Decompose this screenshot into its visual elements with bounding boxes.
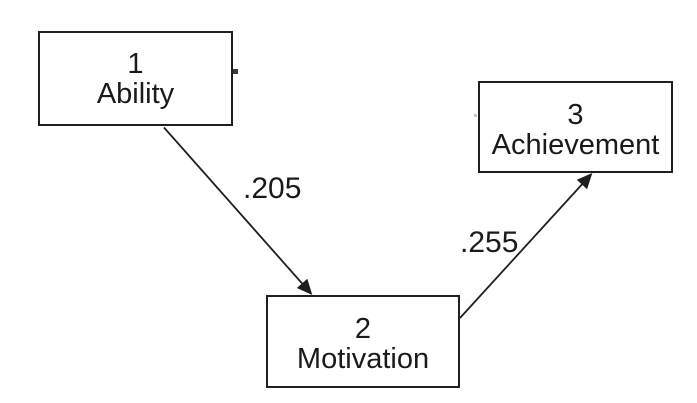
edge-coefficient-ability-motivation: .205 <box>243 172 302 205</box>
edge-coefficient-motivation-achievement: .255 <box>460 226 519 259</box>
node-motivation: 2 Motivation <box>266 295 460 388</box>
node-label: Ability <box>96 77 175 110</box>
node-number: 3 <box>567 98 584 131</box>
node-number: 1 <box>127 47 144 80</box>
stray-faint-mark <box>474 114 477 117</box>
stray-tick-mark <box>233 69 238 74</box>
node-number: 2 <box>354 313 372 345</box>
node-label: Motivation <box>296 343 430 375</box>
node-achievement: 3 Achievement <box>478 81 673 173</box>
arrow-ability-to-motivation <box>163 126 313 295</box>
node-ability: 1 Ability <box>38 31 233 126</box>
node-label: Achievement <box>491 128 660 161</box>
